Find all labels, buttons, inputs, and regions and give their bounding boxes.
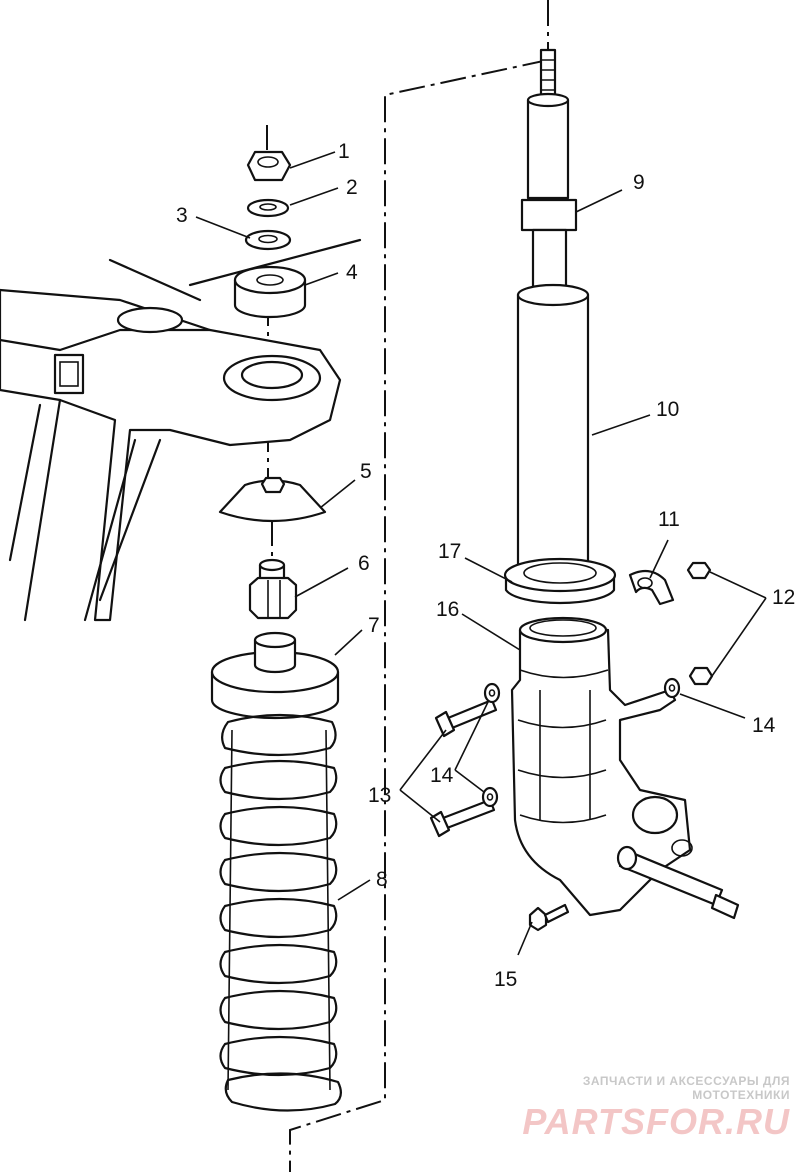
watermark-subtitle: ЗАПЧАСТИ И АКСЕССУАРЫ ДЛЯ МОТОТЕХНИКИ xyxy=(582,1074,790,1102)
leader-lines xyxy=(195,151,767,956)
spindle-housing-16 xyxy=(510,616,740,920)
bushing-4 xyxy=(233,265,307,319)
callout-7: 7 xyxy=(368,614,380,637)
clamp-11 xyxy=(628,569,675,606)
callout-11: 11 xyxy=(658,508,680,531)
callout-14-left: 14 xyxy=(430,764,454,787)
spacer-nut-6 xyxy=(248,558,298,620)
callout-12: 12 xyxy=(772,586,795,609)
callout-14-right: 14 xyxy=(752,714,776,737)
washer-2 xyxy=(246,198,290,218)
callout-6: 6 xyxy=(358,552,370,575)
washer-3 xyxy=(244,229,292,251)
strut-body-10 xyxy=(516,283,590,572)
callout-8: 8 xyxy=(376,868,388,891)
spring-seat-7 xyxy=(210,631,340,720)
nuts-12 xyxy=(686,561,714,686)
washers-14 xyxy=(481,677,681,808)
screw-15 xyxy=(528,903,570,932)
strut-rod-9 xyxy=(520,48,578,292)
nut-1 xyxy=(246,150,292,182)
callout-3: 3 xyxy=(176,204,188,227)
seal-ring-17 xyxy=(503,557,617,605)
callout-9: 9 xyxy=(633,171,645,194)
callout-16: 16 xyxy=(436,598,459,621)
callout-10: 10 xyxy=(656,398,679,421)
callout-labels: 1 2 3 4 5 6 7 8 9 10 11 12 13 14 14 15 1… xyxy=(176,140,795,991)
callout-1: 1 xyxy=(338,140,350,163)
cup-washer-5 xyxy=(218,476,327,523)
callout-4: 4 xyxy=(346,261,358,284)
bolts-13 xyxy=(429,698,498,838)
watermark: ЗАПЧАСТИ И АКСЕССУАРЫ ДЛЯ МОТОТЕХНИКИ PA… xyxy=(490,1074,790,1142)
callout-2: 2 xyxy=(346,176,358,199)
frame-a-arm xyxy=(0,238,362,622)
callout-17: 17 xyxy=(438,540,461,563)
callout-13: 13 xyxy=(368,784,391,807)
callout-5: 5 xyxy=(360,460,372,483)
watermark-logo: PARTSFOR.RU xyxy=(522,1101,790,1142)
coil-spring-8 xyxy=(219,713,342,1112)
callout-15: 15 xyxy=(494,968,517,991)
